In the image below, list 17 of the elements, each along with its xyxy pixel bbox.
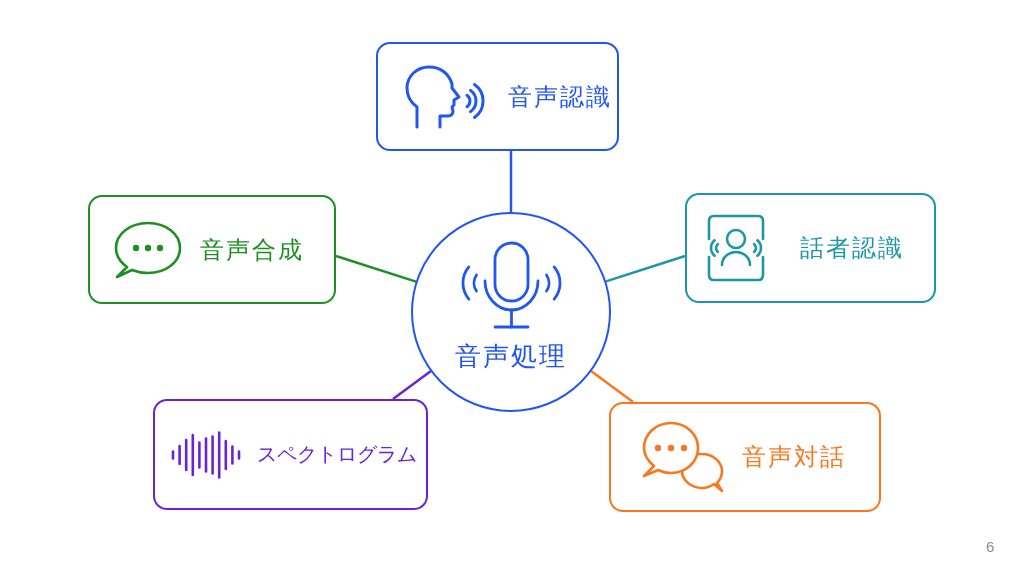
topic-label: 音声対話 [741,442,846,472]
hub-label: 音声処理 [455,340,567,373]
connector-line [335,254,418,284]
connector-line [604,254,686,283]
connector-line [392,369,433,400]
topic-box [609,402,881,512]
topic-box [376,42,619,151]
connector-line [509,151,513,213]
topic-label: 音声認識 [507,81,612,112]
topic-box [88,195,336,304]
connector-line [589,369,634,403]
topic-label: スペクトログラム [256,442,417,467]
topic-label: 話者認識 [799,233,904,263]
topic-box [153,399,428,510]
page-number: 6 [986,538,995,555]
topic-box [685,193,936,303]
topic-label: 音声合成 [199,234,304,265]
